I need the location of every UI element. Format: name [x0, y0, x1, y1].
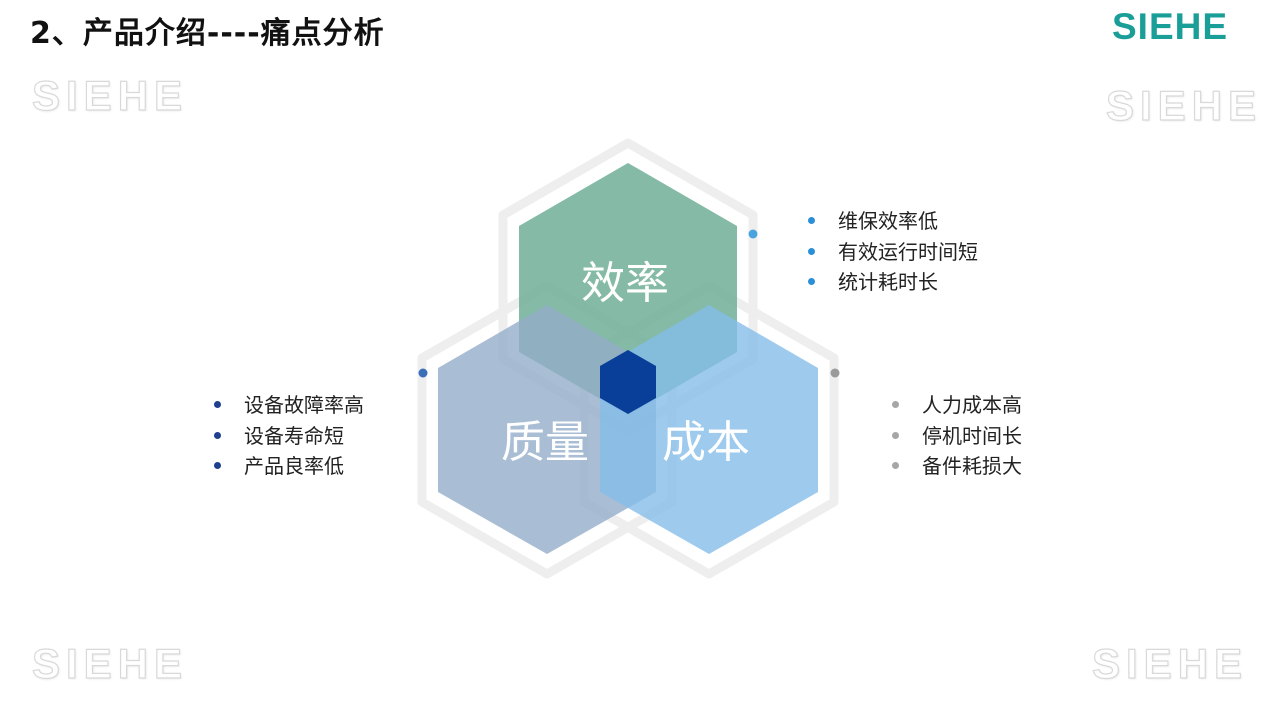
bullet-dot — [808, 217, 815, 224]
bullet-dot — [892, 462, 899, 469]
list-item: 设备故障率高 — [214, 390, 364, 421]
list-item-text: 设备故障率高 — [244, 393, 364, 417]
cost-pain-list: 人力成本高 停机时间长 备件耗损大 — [892, 390, 1022, 482]
list-item: 设备寿命短 — [214, 421, 364, 452]
list-item-text: 停机时间长 — [922, 423, 1022, 448]
bullet-dot — [808, 247, 815, 255]
page-title: 2、产品介绍----痛点分析 — [30, 16, 385, 51]
list-item-text: 产品良率低 — [244, 454, 344, 478]
bullet-dot — [892, 401, 899, 408]
watermark-bottom-left: SIEHE — [31, 639, 189, 687]
bullet-dot — [214, 401, 221, 408]
brand-logo: SIEHE — [1112, 6, 1229, 47]
list-item: 统计耗时长 — [808, 267, 978, 298]
watermark-bottom-right: SIEHE — [1091, 639, 1249, 687]
list-item-text: 人力成本高 — [922, 393, 1022, 417]
list-item-text: 维保效率低 — [838, 209, 938, 233]
hex-label-efficiency: 效率 — [581, 258, 669, 309]
quality-pain-list: 设备故障率高 设备寿命短 产品良率低 — [214, 390, 364, 482]
list-item: 维保效率低 — [808, 206, 978, 237]
list-item: 人力成本高 — [892, 390, 1022, 421]
hex-label-cost: 成本 — [662, 417, 750, 468]
list-item-text: 有效运行时间短 — [838, 239, 978, 264]
hex-center — [600, 350, 656, 414]
bullet-dot — [808, 278, 815, 285]
list-item-text: 统计耗时长 — [838, 270, 938, 294]
bullet-dot — [892, 431, 899, 439]
watermark-top-right: SIEHE — [1105, 81, 1263, 129]
connector-dot-cost — [830, 368, 840, 378]
bullet-dot — [214, 431, 221, 439]
hex-label-quality: 质量 — [501, 417, 589, 468]
list-item: 备件耗损大 — [892, 451, 1022, 482]
list-item-text: 设备寿命短 — [244, 423, 344, 448]
connector-dot-efficiency — [748, 229, 758, 239]
list-item: 有效运行时间短 — [808, 237, 978, 268]
list-item: 产品良率低 — [214, 451, 364, 482]
list-item-text: 备件耗损大 — [922, 454, 1022, 478]
list-item: 停机时间长 — [892, 421, 1022, 452]
connector-dot-quality — [418, 368, 428, 378]
bullet-dot — [214, 462, 221, 469]
watermark-top-left: SIEHE — [31, 71, 189, 119]
efficiency-pain-list: 维保效率低 有效运行时间短 统计耗时长 — [808, 206, 978, 298]
